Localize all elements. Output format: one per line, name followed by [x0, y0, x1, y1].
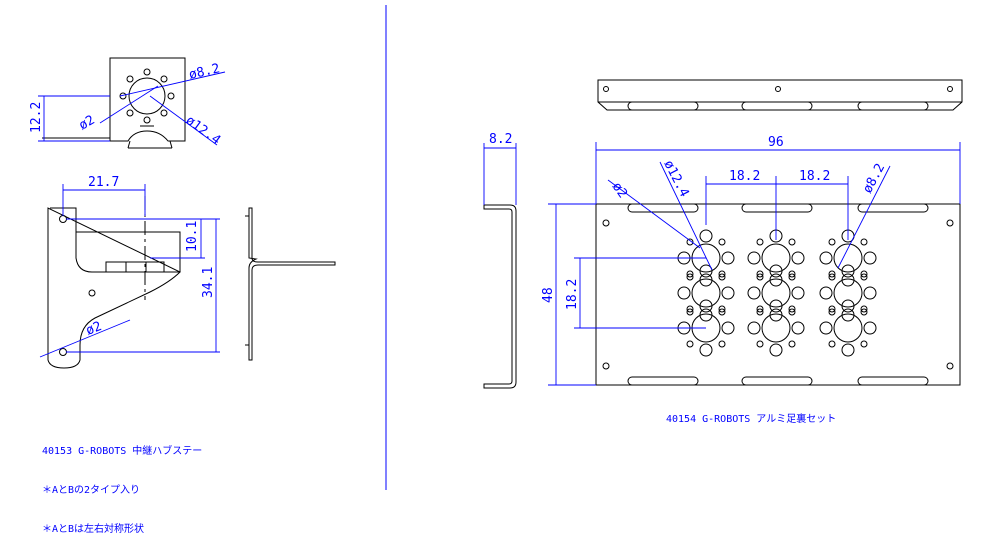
dim-label: 21.7	[88, 175, 119, 190]
mount-hole	[686, 270, 694, 278]
mount-hole	[721, 321, 735, 335]
dim-label: 8.2	[489, 132, 512, 147]
hub-hole	[691, 278, 721, 308]
mount-hole	[747, 321, 761, 335]
mount-hole	[819, 286, 833, 300]
caption-40153: 40153 G-ROBOTS 中継ハブステー ＊AとBの2タイプ入り ＊AとBは…	[42, 419, 202, 549]
mount-hole	[841, 264, 855, 278]
left-side-view	[245, 207, 336, 361]
hub-hole	[833, 243, 863, 273]
mount-hole	[788, 238, 796, 246]
mount-hole	[721, 286, 735, 300]
mount-hole	[863, 321, 877, 335]
mount-hole	[860, 308, 868, 316]
mount-hole	[756, 340, 764, 348]
caption-line: ＊AとBは左右対称形状	[42, 524, 145, 535]
mount-hole	[747, 251, 761, 265]
mount-hole	[819, 321, 833, 335]
left-front-view: 21.7 10.1 34.1 ø2	[39, 175, 220, 369]
mount-hole	[677, 286, 691, 300]
mount-hole	[756, 308, 764, 316]
mount-hole	[841, 299, 855, 313]
dim-label: ø2	[77, 113, 98, 134]
mount-hole	[686, 238, 694, 246]
mount-hole	[788, 305, 796, 313]
mount-hole	[756, 305, 764, 313]
hub-hole	[761, 313, 791, 343]
right-plan-view	[595, 203, 961, 386]
mount-hole	[828, 270, 836, 278]
mount-hole	[756, 238, 764, 246]
dim-label: 12.2	[29, 102, 44, 133]
right-side-view: 8.2	[483, 132, 517, 389]
mount-hole	[860, 273, 868, 281]
dim-label: 18.2	[729, 169, 760, 184]
mount-hole	[718, 305, 726, 313]
mount-hole	[699, 264, 713, 278]
right-dimensions: 96 18.2 18.2 ø2 ø12.4 ø8.2 48 18.2	[541, 135, 961, 386]
mount-hole	[769, 264, 783, 278]
dim-label: 34.1	[201, 267, 216, 298]
mount-hole	[860, 340, 868, 348]
mount-hole	[828, 238, 836, 246]
mount-hole	[686, 308, 694, 316]
mount-hole	[828, 273, 836, 281]
dim-label: 48	[541, 287, 556, 303]
mount-hole	[756, 273, 764, 281]
mount-hole	[788, 270, 796, 278]
mount-hole	[841, 343, 855, 357]
dim-label: 96	[768, 135, 784, 150]
mount-hole	[699, 299, 713, 313]
caption-40154: 40154 G-ROBOTS アルミ足裏セット	[666, 414, 837, 425]
mount-hole	[699, 229, 713, 243]
mount-hole	[860, 238, 868, 246]
hub-hole	[761, 243, 791, 273]
mount-hole	[828, 340, 836, 348]
mount-hole	[686, 340, 694, 348]
dim-label: ø2	[84, 319, 104, 339]
left-top-view: ø8.2 12.2 ø2 ø12.4	[29, 57, 226, 149]
mount-hole	[828, 305, 836, 313]
dim-label: 18.2	[565, 279, 580, 310]
mount-hole	[718, 270, 726, 278]
right-top-strip-view	[597, 79, 963, 111]
mount-hole	[718, 273, 726, 281]
dim-label: 18.2	[799, 169, 830, 184]
mount-hole	[788, 308, 796, 316]
mount-hole	[863, 286, 877, 300]
technical-drawing: ø8.2 12.2 ø2 ø12.4 21.7 10.1 34.1 ø2	[29, 5, 963, 490]
mount-hole	[828, 308, 836, 316]
mount-hole	[756, 270, 764, 278]
mount-hole	[699, 343, 713, 357]
mount-hole	[860, 305, 868, 313]
mount-hole	[718, 308, 726, 316]
mount-hole	[819, 251, 833, 265]
mount-hole	[791, 286, 805, 300]
mount-hole	[863, 251, 877, 265]
mount-hole	[788, 273, 796, 281]
hub-hole	[761, 278, 791, 308]
mount-hole	[686, 273, 694, 281]
hub-hole	[833, 313, 863, 343]
dim-label: ø12.4	[183, 113, 224, 148]
mount-hole	[718, 340, 726, 348]
mount-hole	[686, 305, 694, 313]
mount-hole	[860, 270, 868, 278]
hub-hole	[833, 278, 863, 308]
dim-label: ø8.2	[188, 61, 222, 83]
dim-label: 10.1	[185, 221, 200, 252]
mount-hole	[788, 340, 796, 348]
mount-hole	[747, 286, 761, 300]
mount-hole	[769, 343, 783, 357]
dim-label: ø2	[609, 180, 630, 201]
dim-label: ø12.4	[660, 158, 691, 200]
mount-hole	[721, 251, 735, 265]
mount-hole	[718, 238, 726, 246]
mount-hole	[769, 299, 783, 313]
caption-line: 40153 G-ROBOTS 中継ハブステー	[42, 446, 203, 457]
mount-hole	[791, 251, 805, 265]
mount-hole	[791, 321, 805, 335]
